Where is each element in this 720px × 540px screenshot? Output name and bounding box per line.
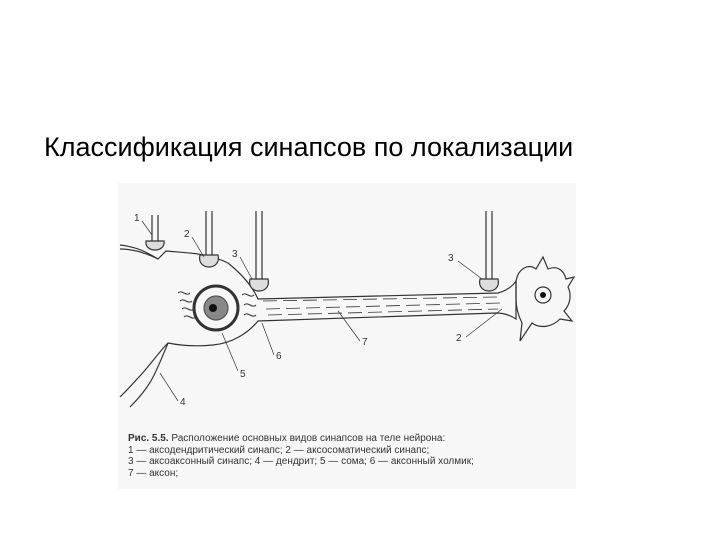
leader-7 (337, 310, 361, 342)
label-1: 1 (134, 213, 140, 224)
fiber-1 (151, 215, 159, 241)
nucleolus (209, 304, 217, 312)
caption-line-1: Рис. 5.5. Расположение основных видов си… (128, 433, 568, 445)
target-nucleolus (540, 292, 546, 298)
figure-caption: Рис. 5.5. Расположение основных видов си… (128, 433, 568, 479)
leader-3a (239, 256, 253, 280)
target-neuron (515, 255, 576, 342)
soma-outline (119, 244, 517, 398)
soma-cell (192, 284, 240, 332)
label-5: 5 (240, 369, 246, 380)
organelles-right (241, 293, 257, 317)
bouton-2 (199, 254, 219, 268)
fiber-3a (255, 211, 263, 279)
label-3a: 3 (232, 249, 238, 260)
bouton-3a (249, 278, 269, 292)
label-4: 4 (180, 397, 186, 408)
leader-5 (221, 332, 239, 372)
axon-fibers (262, 296, 501, 316)
caption-line-1-text: Расположение основных видов синапсов на … (168, 433, 446, 444)
bouton-3b (479, 278, 499, 292)
target-nucleus (534, 286, 552, 304)
fiber-2 (205, 211, 213, 255)
leader-2a (191, 236, 205, 258)
label-2b: 2 (456, 333, 462, 344)
slide-title: Классификация синапсов по локализации (44, 132, 574, 162)
caption-line-3: 3 — аксоаксонный синапс; 4 — дендрит; 5 … (128, 456, 474, 467)
leader-3b (457, 260, 483, 280)
label-3b: 3 (448, 253, 454, 264)
organelles-left (177, 291, 197, 319)
label-2a: 2 (184, 229, 190, 240)
dendrite-upper (119, 248, 159, 260)
fiber-3b (485, 211, 493, 279)
neuron-synapse-figure: 1 2 3 3 2 4 5 6 7 Рис. 5.5. Расположение… (118, 183, 576, 489)
label-7: 7 (362, 337, 368, 348)
caption-line-4: 7 — аксон; (128, 467, 179, 479)
label-6: 6 (276, 351, 282, 362)
leader-6 (261, 322, 275, 356)
dendrite-lower (129, 342, 169, 408)
leader-4 (159, 372, 179, 402)
caption-line-2: 1 — аксодендритический синапс; 2 — аксос… (128, 444, 430, 456)
leader-1 (141, 220, 153, 236)
leader-2b (465, 308, 503, 338)
caption-lead: Рис. 5.5. (128, 433, 169, 444)
bouton-1 (145, 240, 165, 251)
neuron-diagram: 1 2 3 3 2 4 5 6 7 (119, 211, 576, 408)
